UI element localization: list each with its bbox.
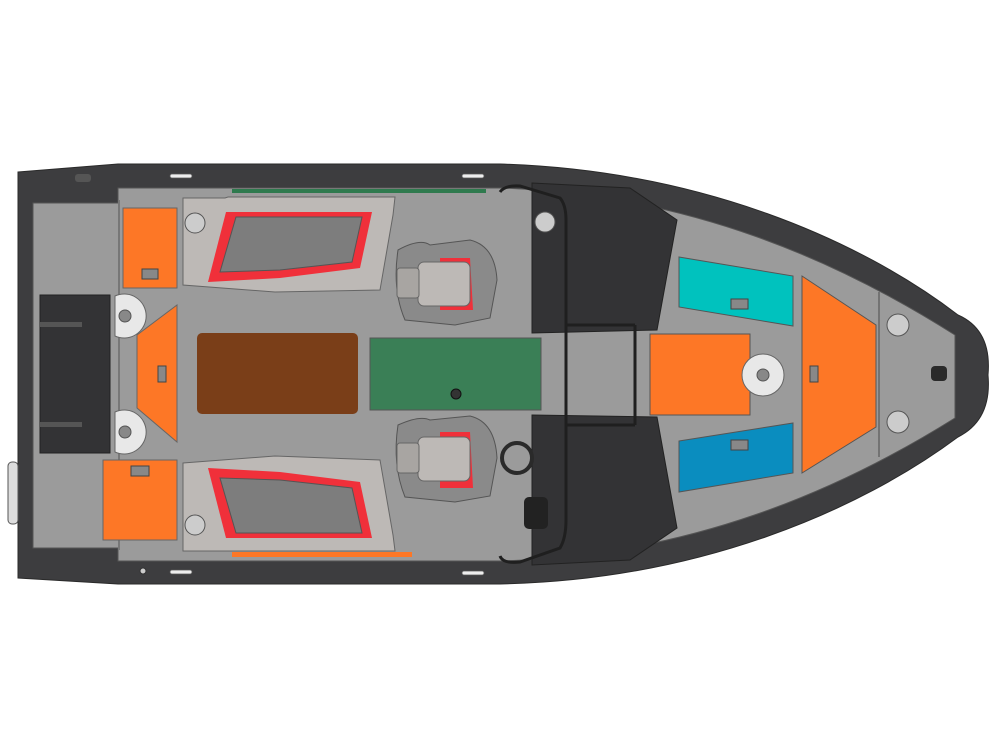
latch-icon bbox=[730, 439, 749, 451]
stern-deck-divider bbox=[118, 200, 120, 550]
stern-well bbox=[39, 294, 111, 454]
rail-stripe-orange bbox=[232, 552, 412, 557]
helm-seat-starboard[interactable] bbox=[395, 415, 498, 503]
throttle-control-icon[interactable] bbox=[524, 497, 548, 529]
cleat-circle-icon bbox=[534, 211, 556, 233]
latch-icon bbox=[130, 465, 150, 477]
cupholder-icons bbox=[114, 293, 147, 455]
lounger-port[interactable] bbox=[182, 196, 396, 293]
steering-wheel-icon[interactable] bbox=[500, 441, 534, 475]
stern-well-latch-bottom bbox=[40, 422, 82, 427]
storage-hatch-bow-center[interactable] bbox=[649, 333, 751, 416]
drain-plug-icon bbox=[139, 567, 147, 575]
pedestal-base-icon bbox=[450, 388, 462, 400]
cupholder-center bbox=[756, 368, 770, 382]
console-starboard bbox=[531, 414, 678, 566]
cooler-hatch[interactable] bbox=[678, 256, 794, 327]
anchor-locker-icon bbox=[931, 366, 947, 381]
latch-icon bbox=[157, 365, 167, 383]
console-port bbox=[531, 182, 678, 334]
swim-floor-mat bbox=[197, 333, 358, 414]
lounger-starboard[interactable] bbox=[182, 455, 396, 552]
stern-well-latch-top bbox=[40, 322, 82, 327]
storage-hatch-bow-front[interactable] bbox=[801, 275, 877, 474]
rail-stripe-green bbox=[232, 189, 486, 193]
stern-handle-icon bbox=[75, 174, 91, 182]
storage-hatch-stern-center[interactable] bbox=[136, 304, 178, 444]
helm-seat-port[interactable] bbox=[395, 239, 498, 326]
ladder-icon bbox=[7, 461, 19, 525]
latch-icon bbox=[141, 268, 159, 280]
cleat-icons bbox=[169, 173, 485, 576]
windshield-frame bbox=[498, 184, 637, 564]
livewell-hatch[interactable] bbox=[678, 422, 794, 493]
latch-icon bbox=[809, 365, 819, 383]
latch-icon bbox=[730, 298, 749, 310]
